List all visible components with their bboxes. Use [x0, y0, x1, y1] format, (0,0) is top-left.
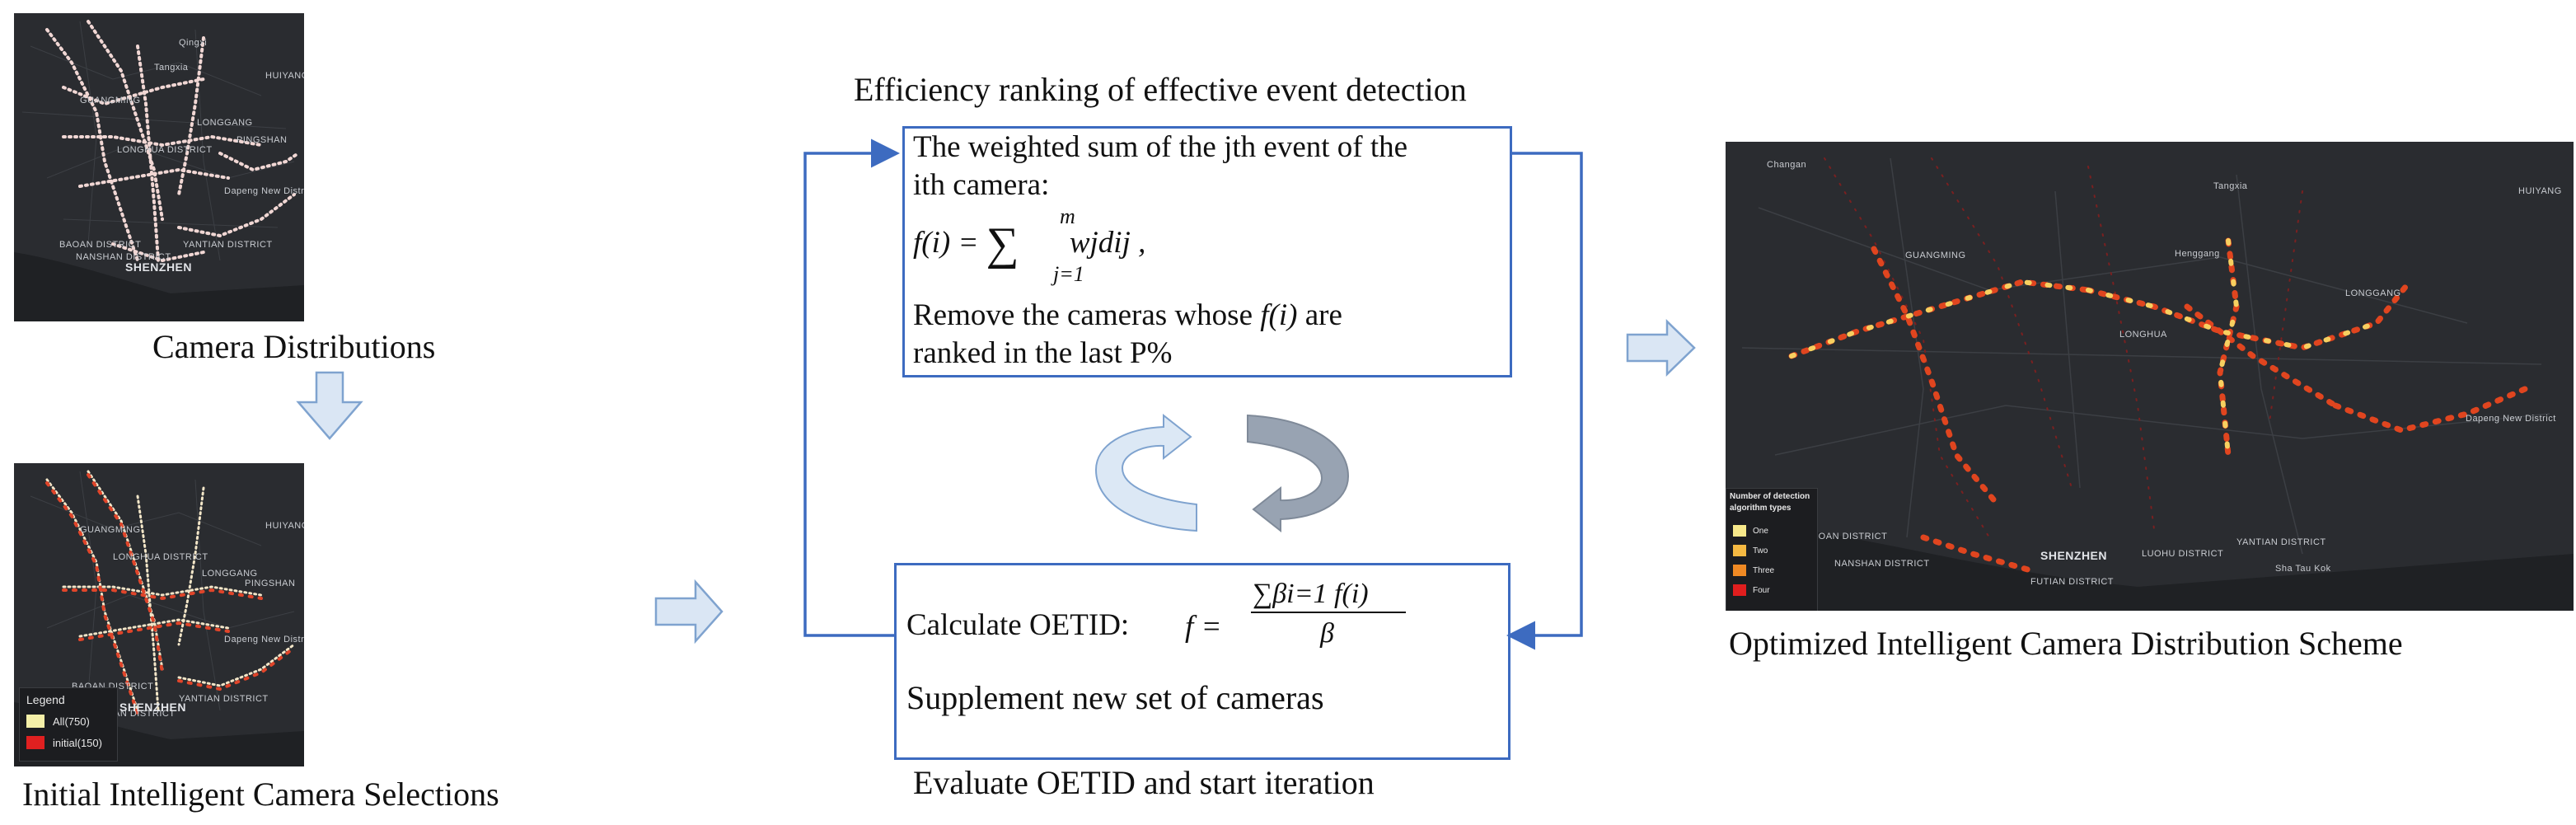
legend-title: Legend [26, 693, 65, 706]
legend-swatch [1733, 584, 1746, 596]
map3-roads [1726, 142, 2574, 611]
weighted-sum-line2: ith camera: [913, 168, 1050, 202]
map3-label: BAOAN DISTRICT [1806, 532, 1888, 541]
formula-sum-sign: ∑ [986, 218, 1019, 270]
formula-sup: m [1060, 204, 1075, 228]
map3-label: Changan [1767, 160, 1807, 170]
formula-body: wjdij , [1069, 226, 1146, 260]
camera-distributions-caption: Camera Distributions [152, 328, 436, 365]
map2-label: YANTIAN DISTRICT [179, 694, 269, 704]
map1-label: SHENZHEN [125, 260, 193, 274]
legend-label: One [1753, 526, 1768, 536]
oetid-fraction-bar [1251, 612, 1406, 613]
map2-label: SHENZHEN [119, 701, 187, 714]
legend-swatch [26, 736, 44, 749]
oetid-denominator: β [1320, 618, 1334, 649]
legend-item: Two [1733, 545, 1768, 556]
feedback-arrow [803, 138, 900, 637]
map3-label: NANSHAN DISTRICT [1834, 559, 1930, 569]
oetid-box: Calculate OETID: f = ∑βi=1 f(i) β Supple… [894, 563, 1510, 760]
formula-lhs: f(i) = [913, 226, 986, 260]
map1-label: Tangxia [154, 63, 189, 73]
legend-label: Four [1753, 585, 1770, 595]
map1-label: NANSHAN DISTRICT [76, 252, 171, 262]
map3-label: Tangxia [2213, 181, 2248, 191]
map1-roads [14, 13, 304, 321]
legend-swatch [1733, 525, 1746, 537]
legend-item: All(750) [26, 715, 90, 728]
map2-label: HUIYANG [265, 521, 304, 531]
weighted-sum-line4: ranked in the last P% [913, 336, 1173, 370]
cycle-arrow-right [1247, 414, 1350, 533]
legend-label: initial(150) [53, 736, 102, 749]
legend-swatch [1733, 565, 1746, 576]
legend-item: Three [1733, 565, 1774, 576]
legend-item: Four [1733, 584, 1770, 596]
weighted-sum-box: The weighted sum of the jth event of the… [902, 126, 1512, 377]
legend-label: Two [1753, 546, 1768, 555]
map3-label: LONGHUA [2119, 330, 2167, 340]
map3-label: GUANGMING [1905, 251, 1966, 260]
right-block-arrow [1626, 319, 1696, 377]
map1-label: LONGGANG [197, 118, 253, 128]
legend-swatch [26, 715, 44, 728]
map3-label: HUIYANG [2518, 186, 2562, 196]
map1-label: GUANGMING [80, 96, 141, 105]
map3-label: FUTIAN DISTRICT [2030, 577, 2114, 587]
map1-label: YANTIAN DISTRICT [183, 240, 273, 250]
map3-label: Henggang [2175, 249, 2220, 259]
map2-legend: Legend All(750) initial(150) [19, 687, 118, 762]
remove-text-end: are [1297, 298, 1342, 332]
evaluate-oetid-caption: Evaluate OETID and start iteration [913, 764, 1375, 801]
map1-label: PINGSHAN [237, 135, 288, 145]
legend-item: One [1733, 525, 1768, 537]
down-block-arrow [296, 371, 363, 440]
weighted-sum-line3: Remove the cameras whose f(i) are [913, 297, 1342, 334]
oetid-formula: f = ∑βi=1 f(i) β [1185, 575, 1432, 682]
legend-title: Number of detection [1730, 492, 1810, 501]
map1-label: BAOAN DISTRICT [59, 240, 142, 250]
cycle-arrow-left [1094, 413, 1197, 532]
map1-label: Qingxi [179, 38, 208, 48]
calc-oetid-label: Calculate OETID: [906, 608, 1130, 642]
optimized-scheme-caption: Optimized Intelligent Camera Distributio… [1729, 625, 2403, 662]
map3-label: SHENZHEN [2040, 549, 2108, 562]
map2-label: LONGGANG [202, 569, 258, 579]
map1-label: Dapeng New District [224, 186, 304, 196]
map1-label: LONGHUA DISTRICT [117, 145, 213, 155]
oetid-formula-lhs: f = [1185, 610, 1222, 644]
initial-selections-caption: Initial Intelligent Camera Selections [22, 776, 499, 813]
remove-text: Remove the cameras whose [913, 298, 1261, 332]
map2-label: PINGSHAN [245, 579, 296, 588]
map3-label: Dapeng New District [2466, 414, 2556, 424]
legend-label: All(750) [53, 715, 90, 728]
map3-label: LONGGANG [2345, 288, 2401, 298]
oetid-numerator: ∑βi=1 f(i) [1253, 579, 1369, 609]
map2-label: GUANGMING [80, 525, 141, 535]
map2-label: Dapeng New District [224, 635, 304, 645]
legend-title: algorithm types [1730, 504, 1791, 513]
forward-arrow [1506, 152, 1583, 650]
map3-label: LUOHU DISTRICT [2142, 549, 2224, 559]
legend-item: initial(150) [26, 736, 102, 749]
camera-distribution-map: GUANGMING LONGHUA DISTRICT LONGGANG PING… [14, 13, 304, 321]
legend-label: Three [1753, 565, 1775, 575]
optimized-distribution-map: GUANGMING LONGHUA LONGGANG HUIYANG BAOAN… [1726, 142, 2574, 611]
map3-legend: Number of detection algorithm types One … [1726, 488, 1818, 611]
right-block-arrow [654, 579, 724, 645]
weighted-sum-line1: The weighted sum of the jth event of the [913, 130, 1408, 164]
supplement-text: Supplement new set of cameras [906, 679, 1324, 716]
efficiency-ranking-title: Efficiency ranking of effective event de… [854, 71, 1467, 108]
map1-label: HUIYANG [265, 71, 304, 81]
weighted-sum-formula: f(i) = ∑ m j=1 wjdij , [913, 204, 1146, 286]
map2-label: LONGHUA DISTRICT [113, 552, 208, 562]
formula-sub: j=1 [1053, 262, 1084, 286]
legend-swatch [1733, 545, 1746, 556]
remove-fi: f(i) [1260, 298, 1298, 332]
map3-label: YANTIAN DISTRICT [2236, 537, 2326, 547]
map3-label: Sha Tau Kok [2275, 564, 2331, 574]
initial-selection-map: GUANGMING LONGHUA DISTRICT LONGGANG PING… [14, 463, 304, 766]
